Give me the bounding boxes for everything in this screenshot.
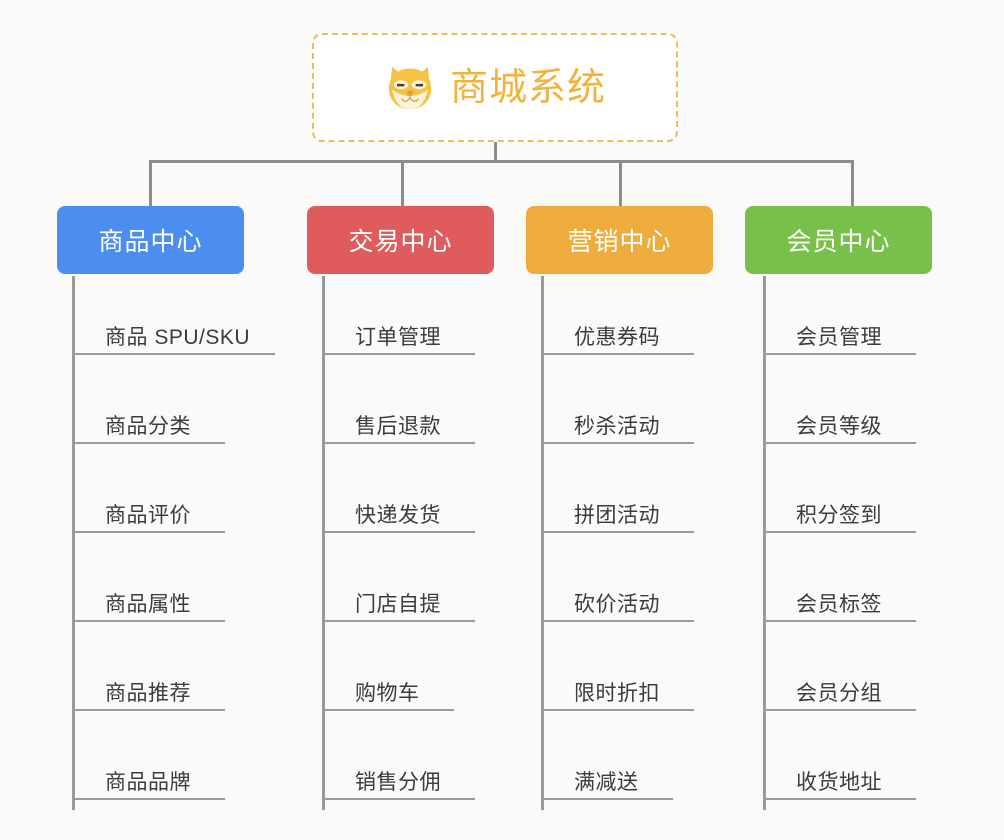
leaf-underline xyxy=(323,442,475,444)
leaf-underline xyxy=(542,709,694,711)
leaf-underline xyxy=(542,353,694,355)
connector-root-stem xyxy=(494,142,497,162)
leaf-label: 收货地址 xyxy=(796,771,882,794)
category-box-3[interactable]: 营销中心 xyxy=(526,206,713,274)
leaf-underline xyxy=(73,620,225,622)
leaf-underline xyxy=(542,620,694,622)
category-label: 营销中心 xyxy=(567,228,672,256)
leaf-underline xyxy=(323,353,475,355)
branch-spine xyxy=(763,276,766,810)
category-label: 商品中心 xyxy=(98,228,203,256)
branch-spine xyxy=(322,276,325,810)
leaf-label: 秒杀活动 xyxy=(574,415,660,438)
leaf-label: 快递发货 xyxy=(355,504,441,527)
leaf-label: 优惠券码 xyxy=(574,326,660,349)
leaf-label: 会员管理 xyxy=(796,326,882,349)
leaf-label: 购物车 xyxy=(355,682,420,705)
leaf-underline xyxy=(764,531,916,533)
root-title: 商城系统 xyxy=(449,66,606,109)
leaf-label: 会员分组 xyxy=(796,682,882,705)
leaf-underline xyxy=(542,798,673,800)
leaf-label: 会员标签 xyxy=(796,593,882,616)
leaf-label: 商品属性 xyxy=(105,593,191,616)
leaf-label: 积分签到 xyxy=(796,504,882,527)
branch-spine xyxy=(541,276,544,810)
leaf-label: 售后退款 xyxy=(355,415,441,438)
leaf-label: 砍价活动 xyxy=(574,593,660,616)
shiba-dog-icon xyxy=(388,66,432,109)
category-label: 会员中心 xyxy=(786,228,891,256)
leaf-underline xyxy=(764,442,916,444)
connector-bus xyxy=(149,160,853,163)
category-box-4[interactable]: 会员中心 xyxy=(745,206,932,274)
leaf-underline xyxy=(73,798,225,800)
leaf-label: 会员等级 xyxy=(796,415,882,438)
leaf-underline xyxy=(323,798,475,800)
leaf-underline xyxy=(73,442,225,444)
leaf-underline xyxy=(73,353,275,355)
leaf-underline xyxy=(764,620,916,622)
connector-drop-4 xyxy=(851,160,854,206)
category-label: 交易中心 xyxy=(348,228,453,256)
leaf-label: 商品分类 xyxy=(105,415,191,438)
category-box-2[interactable]: 交易中心 xyxy=(307,206,494,274)
leaf-underline xyxy=(542,442,694,444)
leaf-underline xyxy=(323,709,454,711)
category-box-1[interactable]: 商品中心 xyxy=(57,206,244,274)
leaf-label: 拼团活动 xyxy=(574,504,660,527)
leaf-underline xyxy=(542,531,694,533)
leaf-underline xyxy=(323,620,475,622)
connector-drop-1 xyxy=(149,160,152,206)
leaf-underline xyxy=(764,798,916,800)
connector-drop-2 xyxy=(401,160,404,206)
root-node[interactable]: 商城系统 xyxy=(312,33,678,142)
leaf-underline xyxy=(323,531,475,533)
leaf-label: 限时折扣 xyxy=(574,682,660,705)
leaf-label: 商品评价 xyxy=(105,504,191,527)
leaf-label: 满减送 xyxy=(574,771,639,794)
connector-drop-3 xyxy=(619,160,622,206)
branch-spine xyxy=(72,276,75,810)
leaf-underline xyxy=(764,709,916,711)
leaf-underline xyxy=(73,709,225,711)
leaf-label: 销售分佣 xyxy=(355,771,441,794)
leaf-label: 商品 SPU/SKU xyxy=(105,326,251,349)
leaf-label: 订单管理 xyxy=(355,326,441,349)
leaf-underline xyxy=(764,353,916,355)
leaf-label: 商品品牌 xyxy=(105,771,191,794)
leaf-label: 商品推荐 xyxy=(105,682,191,705)
leaf-underline xyxy=(73,531,225,533)
leaf-label: 门店自提 xyxy=(355,593,441,616)
